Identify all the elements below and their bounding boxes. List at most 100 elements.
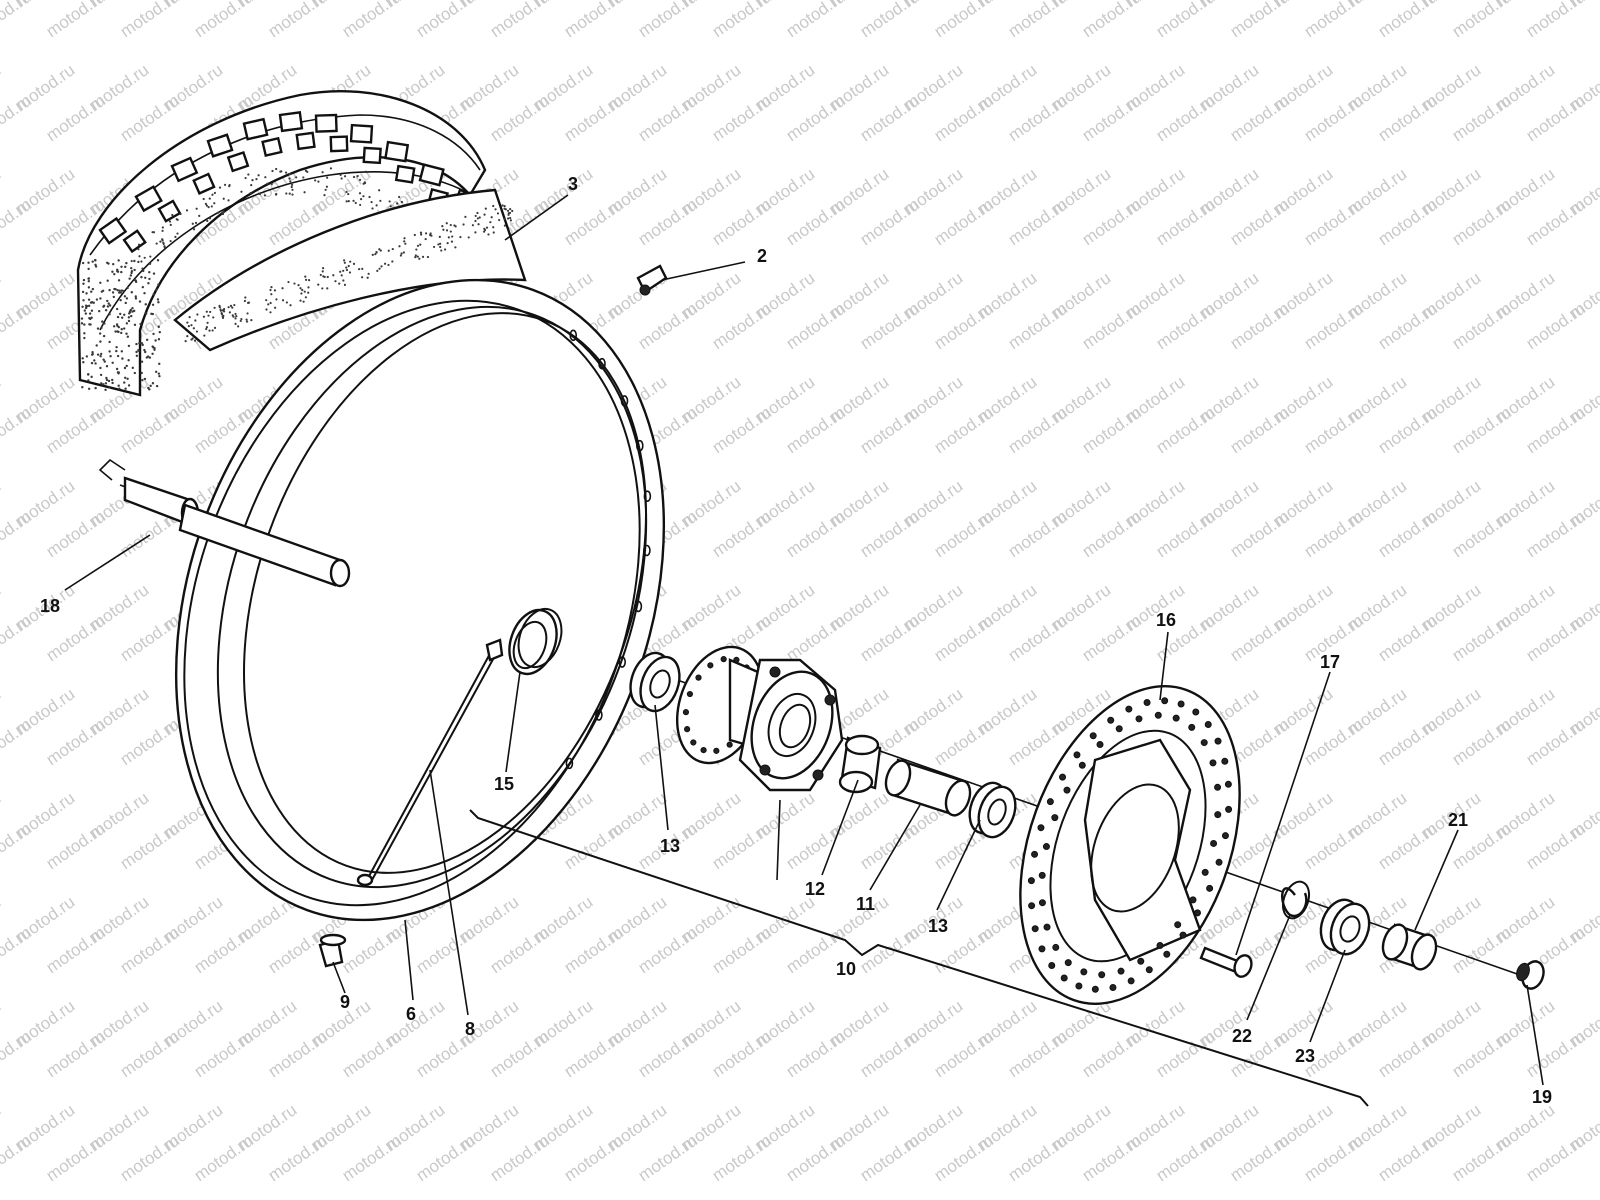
watermark-text: motod.ru bbox=[339, 1027, 405, 1081]
watermark-text: motod.ru bbox=[931, 1131, 997, 1185]
watermark-text: motod.ru bbox=[1301, 1131, 1367, 1185]
watermark-text: motod.ru bbox=[1375, 715, 1441, 769]
watermark-text: motod.ru bbox=[1005, 611, 1071, 665]
watermark-text: motod.ru bbox=[191, 1131, 257, 1185]
watermark-text: motod.ru bbox=[1005, 1131, 1071, 1185]
watermark-text: motod.ru bbox=[931, 0, 997, 41]
watermark-text: motod.ru bbox=[931, 611, 997, 665]
watermark-text: motod.ru bbox=[931, 299, 997, 353]
watermark-text: motod.ru bbox=[857, 91, 923, 145]
watermark-text: motod.ru bbox=[783, 1131, 849, 1185]
watermark-text: motod.ru bbox=[117, 819, 183, 873]
watermark-text: motod.ru bbox=[857, 507, 923, 561]
callout-12: 12 bbox=[805, 879, 825, 899]
watermark-text: motod.ru bbox=[709, 923, 775, 977]
watermark-text: motod.ru bbox=[117, 403, 183, 457]
watermark-text: motod.ru bbox=[413, 923, 479, 977]
watermark-text: motod.ru bbox=[1449, 507, 1515, 561]
watermark-text: motod.ru bbox=[1005, 195, 1071, 249]
watermark-text: motod.ru bbox=[709, 91, 775, 145]
watermark-text: motod.ru bbox=[1375, 403, 1441, 457]
watermark-text: motod.ru bbox=[1005, 91, 1071, 145]
watermark-text: motod.ru bbox=[1375, 195, 1441, 249]
watermark-text: motod.ru bbox=[117, 923, 183, 977]
watermark-text: motod.ru bbox=[857, 0, 923, 41]
watermark-text: motod.ru bbox=[1523, 1027, 1589, 1081]
watermark-text: motod.ru bbox=[43, 91, 109, 145]
watermark-text: motod.ru bbox=[783, 611, 849, 665]
watermark-text: motod.ru bbox=[783, 299, 849, 353]
watermark-text: motod.ru bbox=[783, 91, 849, 145]
watermark-text: motod.ru bbox=[1301, 0, 1367, 41]
watermark-text: motod.ru bbox=[117, 0, 183, 41]
callout-13-right: 13 bbox=[928, 916, 948, 936]
watermark-text: motod.ru bbox=[931, 507, 997, 561]
watermark-text: motod.ru bbox=[857, 611, 923, 665]
watermark-text: motod.ru bbox=[413, 1131, 479, 1185]
callout-labels: 2 3 6 8 9 10 11 12 13 13 15 16 17 18 19 … bbox=[40, 174, 1552, 1107]
watermark-text: motod.ru bbox=[1079, 507, 1145, 561]
watermark-text: motod.ru bbox=[709, 195, 775, 249]
watermark-text: motod.ru bbox=[1301, 91, 1367, 145]
watermark-text: motod.ru bbox=[1005, 0, 1071, 41]
watermark-text: motod.ru bbox=[43, 0, 109, 41]
watermark-text: motod.ru bbox=[931, 91, 997, 145]
watermark-text: motod.ru bbox=[191, 0, 257, 41]
watermark-text: motod.ru bbox=[1227, 299, 1293, 353]
watermark-text: motod.ru bbox=[43, 819, 109, 873]
callout-3: 3 bbox=[568, 174, 578, 194]
watermark-text: motod.ru bbox=[1375, 0, 1441, 41]
watermark-text: motod.ru bbox=[1449, 715, 1515, 769]
watermark-text: motod.ru bbox=[709, 403, 775, 457]
watermark-text: motod.ru bbox=[339, 0, 405, 41]
watermark-text: motod.ru bbox=[709, 507, 775, 561]
watermark-text: motod.ru bbox=[43, 403, 109, 457]
watermark-text: motod.ru bbox=[43, 611, 109, 665]
watermark-text: motod.ru bbox=[635, 1027, 701, 1081]
watermark-text: motod.ru bbox=[1005, 1027, 1071, 1081]
watermark-text: motod.ru bbox=[931, 403, 997, 457]
watermark-text: motod.ru bbox=[1153, 195, 1219, 249]
watermark-text: motod.ru bbox=[265, 1027, 331, 1081]
axle bbox=[98, 458, 351, 588]
watermark-text: motod.ru bbox=[857, 195, 923, 249]
dust-seal bbox=[508, 607, 563, 676]
watermark-text: motod.ru bbox=[857, 819, 923, 873]
watermark-text: motod.ru bbox=[1227, 195, 1293, 249]
callout-18: 18 bbox=[40, 596, 60, 616]
watermark-text: motod.ru bbox=[1079, 1027, 1145, 1081]
watermark-text: motod.ru bbox=[1079, 611, 1145, 665]
watermark-text: motod.ru bbox=[1079, 403, 1145, 457]
watermark-text: motod.ru bbox=[783, 507, 849, 561]
watermark-text: motod.ru bbox=[1153, 0, 1219, 41]
watermark-text: motod.ru bbox=[1079, 299, 1145, 353]
callout-6: 6 bbox=[406, 1004, 416, 1024]
watermark-text: motod.ru bbox=[265, 0, 331, 41]
watermark-text: motod.ru bbox=[1523, 715, 1589, 769]
watermark-text: motod.ru bbox=[783, 403, 849, 457]
watermark-text: motod.ru bbox=[635, 299, 701, 353]
watermark-text: motod.ru bbox=[1375, 91, 1441, 145]
callout-10: 10 bbox=[836, 959, 856, 979]
wheel-hub bbox=[675, 645, 844, 792]
watermark-text: motod.ru bbox=[1301, 715, 1367, 769]
spacer-tube bbox=[884, 758, 972, 817]
watermark-text: motod.ru bbox=[1301, 507, 1367, 561]
watermark-text: motod.ru bbox=[1523, 91, 1589, 145]
spacer-ring bbox=[838, 734, 882, 794]
callout-15: 15 bbox=[494, 774, 514, 794]
watermark-text: motod.ru bbox=[1449, 91, 1515, 145]
callout-19: 19 bbox=[1532, 1087, 1552, 1107]
watermark-text: motod.ru bbox=[857, 1131, 923, 1185]
watermark-text: motod.ru bbox=[265, 1131, 331, 1185]
watermark-text: motod.ru bbox=[43, 923, 109, 977]
watermark-text: motod.ru bbox=[1375, 1027, 1441, 1081]
watermark-text: motod.ru bbox=[1449, 403, 1515, 457]
watermark-text: motod.ru bbox=[1375, 1131, 1441, 1185]
watermark-text: motod.ru bbox=[487, 923, 553, 977]
disc-bolt bbox=[1199, 946, 1253, 978]
rim-strip-texture bbox=[184, 204, 514, 343]
watermark-text: motod.ru bbox=[1301, 299, 1367, 353]
watermark-text: motod.ru bbox=[1449, 195, 1515, 249]
callout-16: 16 bbox=[1156, 610, 1176, 630]
